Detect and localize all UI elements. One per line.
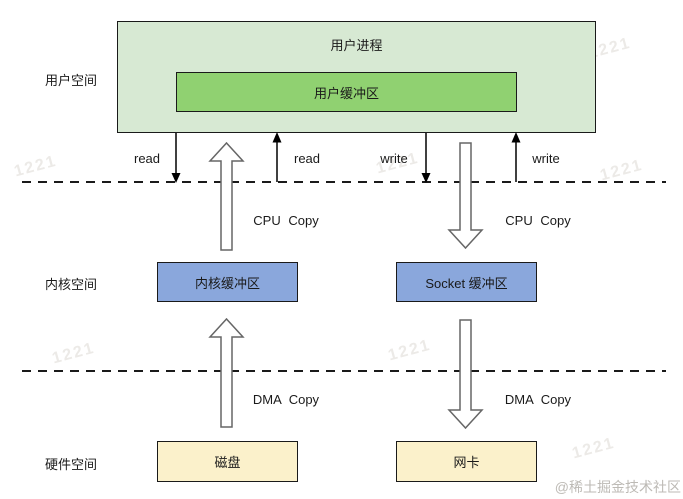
read-label-left: read: [133, 151, 161, 166]
juejin-community-credit: @稀土掘金技术社区: [554, 479, 681, 495]
disk-label: 磁盘: [214, 455, 241, 470]
write-down-arrow: [421, 133, 431, 183]
dma-copy-label-right: DMA Copy: [504, 392, 572, 407]
dma-copy-down-arrow: [447, 319, 484, 430]
user-buffer-label: 用户缓冲区: [313, 85, 379, 101]
kernel-space-label: 内核空间: [44, 277, 97, 292]
read-down-arrow: [171, 133, 181, 183]
socket-buffer-box: Socket 缓冲区: [396, 262, 537, 302]
cpu-copy-label-right: CPU Copy: [505, 213, 571, 228]
disk-box: 磁盘: [157, 441, 298, 482]
cpu-copy-label-left: CPU Copy: [253, 213, 319, 228]
kernel-buffer-box: 内核缓冲区: [157, 262, 298, 302]
user-space-label: 用户空间: [44, 73, 97, 88]
read-up-arrow: [272, 132, 282, 182]
kernel-buffer-label: 内核缓冲区: [194, 275, 260, 291]
dma-copy-label-left: DMA Copy: [252, 392, 320, 407]
write-label-right: write: [532, 151, 560, 166]
nic-box: 网卡: [396, 441, 537, 482]
socket-buffer-label: Socket 缓冲区: [425, 275, 508, 291]
cpu-copy-down-arrow: [447, 142, 484, 250]
read-label-right: read: [293, 151, 321, 166]
cpu-copy-up-arrow: [208, 141, 245, 251]
dma-copy-up-arrow: [208, 317, 245, 428]
user-process-label: 用户进程: [330, 38, 383, 53]
write-label-left: write: [380, 151, 408, 166]
nic-label: 网卡: [453, 455, 480, 470]
hardware-space-label: 硬件空间: [44, 457, 97, 472]
user-buffer-box: 用户缓冲区: [176, 72, 517, 112]
write-up-arrow: [511, 132, 521, 182]
